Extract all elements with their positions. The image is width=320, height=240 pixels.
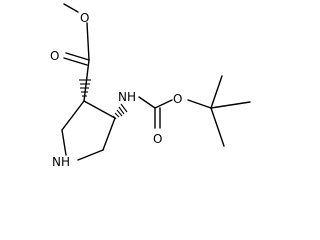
bond-n1-c5 — [77, 149, 104, 161]
bond-ester-carbonyl-double-a — [65, 52, 90, 61]
bond-o-tbutyl — [187, 99, 212, 109]
chemical-structure: O O NH O O NH — [50, 3, 251, 169]
bond-ester-o-carbonyl — [86, 22, 90, 61]
bond-c4-c3 — [83, 100, 116, 119]
atom-ester-o-double: O — [50, 49, 59, 63]
bond-tbutyl-me-right — [210, 101, 251, 109]
bond-nh-carbamate-c — [138, 96, 156, 109]
bond-carbamate-c-o — [154, 99, 173, 109]
atom-carbamate-o-single: O — [173, 92, 182, 106]
atom-amine-nh: NH — [118, 90, 136, 104]
bond-c2-n1 — [61, 129, 67, 156]
atom-carbamate-o-double: O — [153, 132, 162, 146]
bond-c4-nh-hashed — [112, 103, 128, 120]
bond-methyl-ester-o — [63, 3, 79, 13]
bond-c5-c4 — [102, 117, 116, 151]
bond-tbutyl-me-down — [210, 107, 225, 147]
atom-ester-o-single: O — [80, 11, 89, 25]
bond-c3-c2 — [61, 100, 85, 131]
bond-c3-carbonyl-hashed — [79, 79, 91, 97]
bond-ester-carbonyl-double-b — [63, 57, 88, 66]
bond-tbutyl-me-up — [210, 75, 223, 109]
atom-ring-nh: NH — [52, 155, 70, 169]
